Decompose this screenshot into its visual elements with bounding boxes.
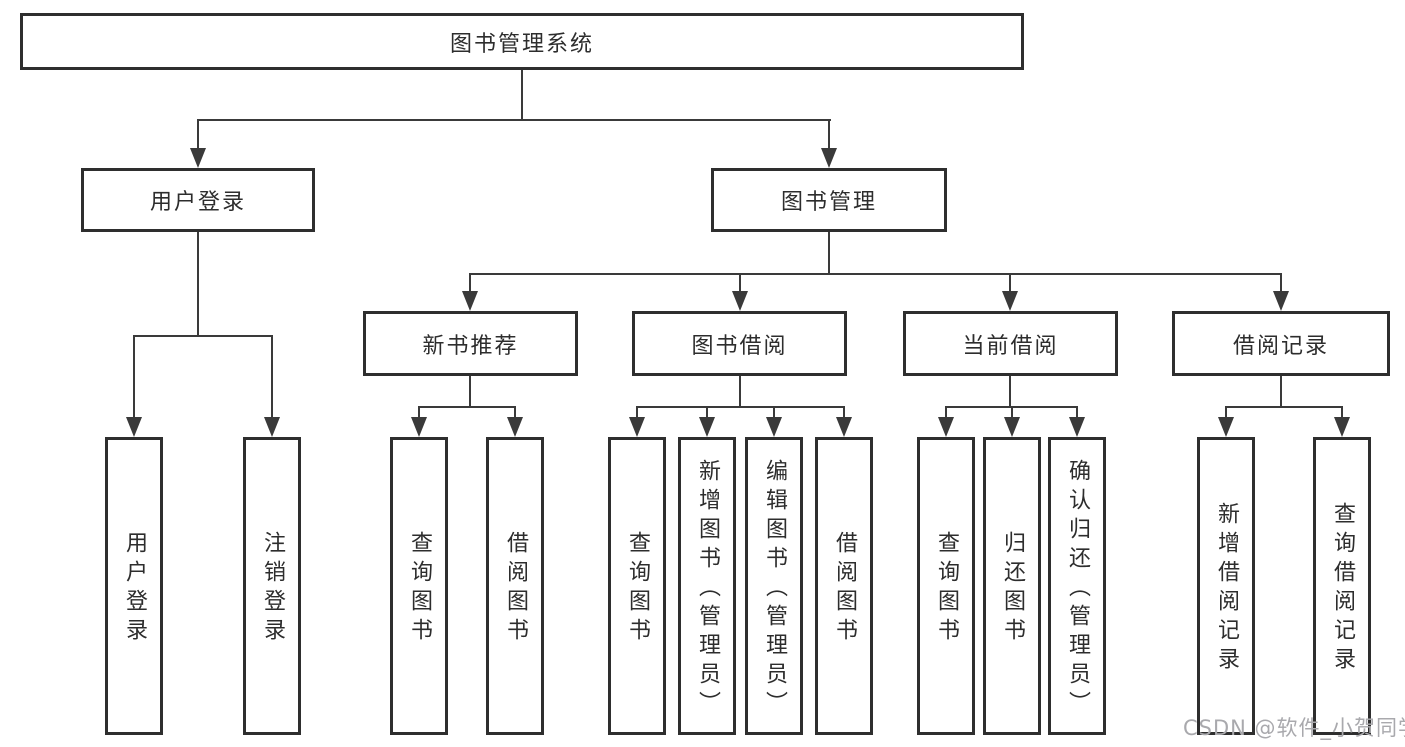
- connector-leaf-drop: [271, 335, 273, 419]
- leaf-newbook-query-books: 查询图书: [390, 437, 448, 735]
- connector-leaf-drop: [1225, 406, 1227, 419]
- connector-leaf-drop: [133, 335, 135, 419]
- arrow-down-icon: [1004, 417, 1020, 437]
- leaf-current-query-books: 查询图书: [917, 437, 975, 735]
- arrow-down-icon: [1218, 417, 1234, 437]
- arrow-down-icon: [1334, 417, 1350, 437]
- leaf-current-confirm-return-admin: 确认归还（管理员）: [1048, 437, 1106, 735]
- arrow-down-icon: [836, 417, 852, 437]
- node-book-borrow: 图书借阅: [632, 311, 847, 376]
- connector-root-stem: [521, 70, 523, 121]
- leaf-borrow-borrow-books: 借阅图书: [815, 437, 873, 735]
- leaf-current-return-books: 归还图书: [983, 437, 1041, 735]
- arrow-down-icon: [766, 417, 782, 437]
- connector-newbook-stem: [469, 376, 471, 408]
- leaf-user-login: 用户登录: [105, 437, 163, 735]
- node-borrow-records: 借阅记录: [1172, 311, 1390, 376]
- node-root-library-system: 图书管理系统: [20, 13, 1024, 70]
- connector-leaf-drop: [773, 406, 775, 419]
- connector-leaf-drop: [1341, 406, 1343, 419]
- arrow-down-icon: [507, 417, 523, 437]
- arrow-down-icon: [699, 417, 715, 437]
- leaf-records-query-record: 查询借阅记录: [1313, 437, 1371, 735]
- connector-newbook-rail: [418, 406, 516, 408]
- connector-leaf-drop: [945, 406, 947, 419]
- arrow-down-icon: [264, 417, 280, 437]
- leaf-logout: 注销登录: [243, 437, 301, 735]
- leaf-newbook-borrow-books: 借阅图书: [486, 437, 544, 735]
- arrow-down-icon: [190, 148, 206, 168]
- arrow-down-icon: [1273, 291, 1289, 311]
- connector-level3-drop: [1280, 273, 1282, 293]
- leaf-borrow-edit-books-admin: 编辑图书（管理员）: [745, 437, 803, 735]
- leaf-borrow-add-books-admin: 新增图书（管理员）: [678, 437, 736, 735]
- arrow-down-icon: [1002, 291, 1018, 311]
- connector-user-login-stem: [197, 232, 199, 337]
- connector-leaf-drop: [706, 406, 708, 419]
- connector-records-stem: [1280, 376, 1282, 408]
- arrow-down-icon: [1069, 417, 1085, 437]
- connector-bookborrow-stem: [739, 376, 741, 408]
- arrow-down-icon: [629, 417, 645, 437]
- connector-leaf-drop: [1076, 406, 1078, 419]
- connector-bookborrow-rail: [636, 406, 845, 408]
- connector-leaf-drop: [514, 406, 516, 419]
- arrow-down-icon: [732, 291, 748, 311]
- connector-book-mgmt-stem: [828, 232, 830, 275]
- connector-level2-rail: [197, 119, 831, 121]
- leaf-records-add-record: 新增借阅记录: [1197, 437, 1255, 735]
- connector-leaf-drop: [418, 406, 420, 419]
- connector-leaf-drop: [843, 406, 845, 419]
- arrow-down-icon: [462, 291, 478, 311]
- node-current-borrow: 当前借阅: [903, 311, 1118, 376]
- connector-book-mgmt-drop: [828, 119, 830, 150]
- connector-currentborrow-stem: [1009, 376, 1011, 408]
- node-user-login: 用户登录: [81, 168, 315, 232]
- connector-leaf-drop: [636, 406, 638, 419]
- connector-user-login-rail: [133, 335, 273, 337]
- connector-level3-drop: [739, 273, 741, 293]
- connector-records-rail: [1225, 406, 1343, 408]
- connector-user-login-drop: [197, 119, 199, 150]
- connector-level3-drop: [1009, 273, 1011, 293]
- connector-leaf-drop: [1011, 406, 1013, 419]
- node-new-book-recommend: 新书推荐: [363, 311, 578, 376]
- arrow-down-icon: [411, 417, 427, 437]
- connector-level3-rail: [469, 273, 1282, 275]
- csdn-watermark: CSDN @软件_小贺同学: [1183, 716, 1405, 740]
- connector-level3-drop: [469, 273, 471, 293]
- arrow-down-icon: [938, 417, 954, 437]
- leaf-borrow-query-books: 查询图书: [608, 437, 666, 735]
- arrow-down-icon: [126, 417, 142, 437]
- arrow-down-icon: [821, 148, 837, 168]
- node-book-management: 图书管理: [711, 168, 947, 232]
